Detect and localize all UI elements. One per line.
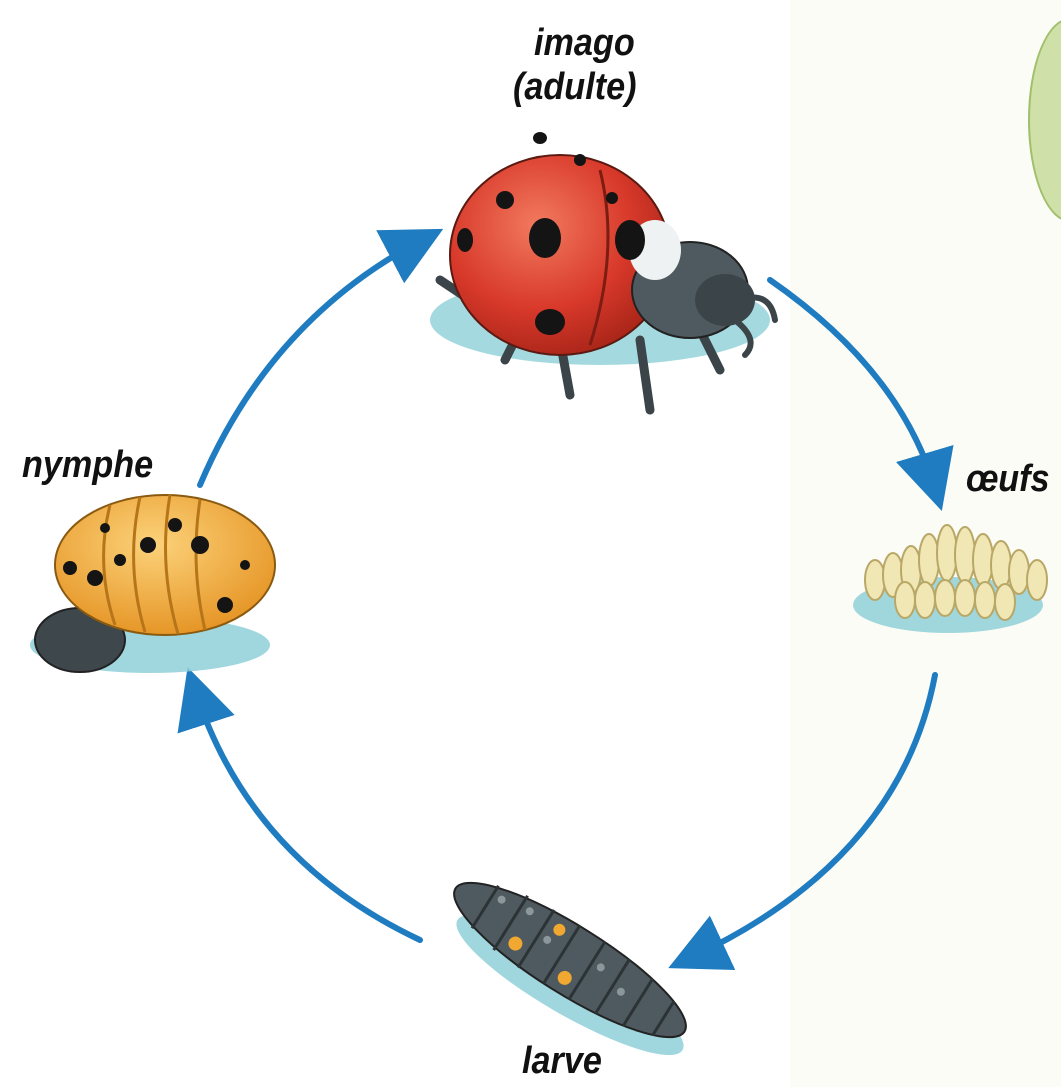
adult-label-line1: imago (534, 24, 635, 62)
arrow-larva-to-pupa (195, 690, 420, 940)
arrow-pupa-to-adult (200, 240, 422, 485)
larva-label: larve (522, 1042, 602, 1080)
adult-label-line2: (adulte) (513, 68, 636, 106)
arrow-adult-to-eggs (770, 280, 935, 488)
pupa-illustration (30, 495, 275, 673)
arrow-eggs-to-larva (690, 675, 935, 958)
pupa-label: nymphe (22, 446, 153, 484)
eggs-label: œufs (966, 460, 1050, 498)
eggs-illustration (853, 525, 1047, 633)
adult-ladybug-illustration (430, 132, 775, 410)
